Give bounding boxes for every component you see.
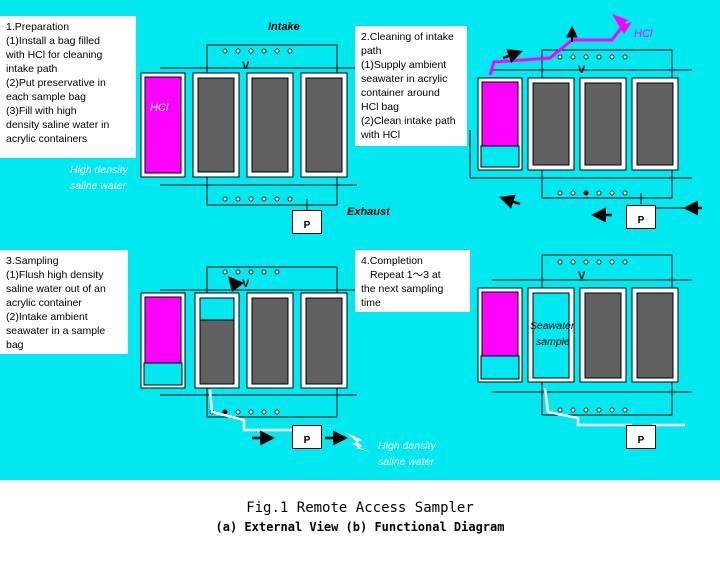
high-density-label: High density (378, 440, 436, 452)
intake-label: Intake (268, 21, 300, 33)
cleaning-note: 2.Cleaning of intake path (1)Supply ambi… (355, 26, 467, 146)
hcl-label: HCl (150, 102, 169, 114)
valve-label: V (578, 64, 586, 76)
seawater-label: Seawater (530, 320, 575, 332)
panel-cleaning-drawing (469, 14, 702, 223)
valve-label: V (578, 270, 586, 282)
panel-sampling-drawing (140, 266, 370, 452)
valve-label: V (242, 278, 250, 290)
figure-subtitle: (a) External View (b) Functional Diagram (215, 520, 505, 534)
high-density-label: High density (70, 164, 128, 176)
hcl-bag (144, 76, 182, 174)
pump-box: P (626, 425, 656, 449)
functional-diagram: 1.Preparation (1)Install a bag filled wi… (0, 0, 720, 480)
diagram-drawing (140, 14, 702, 452)
panel-preparation-drawing (140, 44, 357, 210)
figure-title: Fig.1 Remote Access Sampler (246, 500, 474, 516)
pump-box: P (292, 425, 322, 449)
hcl-discharge-label: HCl (634, 28, 653, 40)
pump-box: P (626, 205, 656, 229)
panel-completion-drawing (477, 254, 692, 427)
pump-box: P (292, 210, 322, 234)
saline-water-label: saline water (378, 456, 435, 468)
preparation-note: 1.Preparation (1)Install a bag filled wi… (0, 16, 136, 158)
sample-label: sample (536, 336, 570, 348)
sampling-note: 3.Sampling (1)Flush high density saline … (0, 250, 128, 354)
hcl-discharge-burst (612, 14, 632, 34)
saline-water-label: saline water (70, 180, 127, 192)
completion-note: 4.Completion Repeat 1〜3 at the next samp… (355, 250, 470, 312)
exhaust-label: Exhaust (347, 206, 390, 218)
valve-label: V (242, 60, 250, 72)
